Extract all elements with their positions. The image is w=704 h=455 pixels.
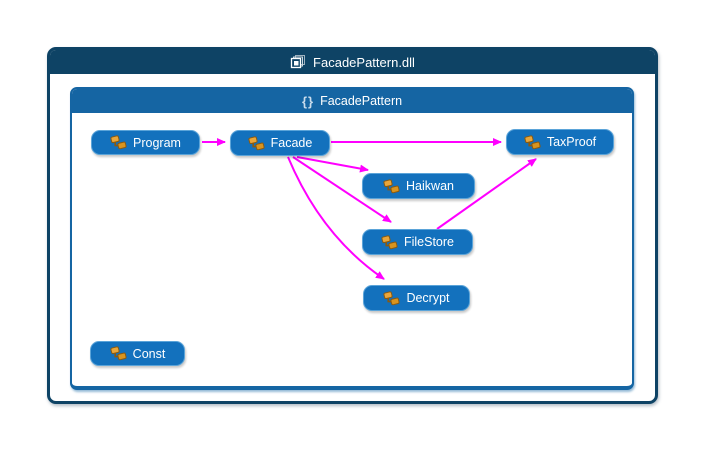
namespace-title: FacadePattern (320, 94, 403, 108)
node-label: Decrypt (406, 291, 450, 305)
dll-assembly-icon (290, 54, 306, 70)
node-haikwan[interactable]: Haikwan (362, 173, 475, 199)
node-filestore[interactable]: FileStore (362, 229, 473, 255)
class-icon (524, 134, 541, 150)
edge-filestore-taxproof[interactable] (436, 158, 537, 230)
node-label: Program (133, 135, 181, 150)
namespace-icon: {} (301, 93, 315, 109)
assembly-title: FacadePattern.dll (313, 54, 415, 70)
node-label: Haikwan (406, 179, 454, 193)
node-taxproof[interactable]: TaxProof (506, 129, 614, 155)
class-icon (383, 178, 400, 194)
node-program[interactable]: Program (91, 130, 200, 155)
node-label: Const (132, 346, 166, 361)
namespace-group-header[interactable]: {} FacadePattern (72, 89, 632, 113)
node-decrypt[interactable]: Decrypt (363, 285, 470, 311)
node-label: Facade (270, 136, 313, 150)
node-const[interactable]: Const (90, 341, 185, 366)
edge-facade-filestore[interactable] (292, 156, 392, 223)
class-icon (383, 290, 401, 306)
assembly-group-header[interactable]: FacadePattern.dll (50, 50, 655, 74)
node-facade[interactable]: Facade (230, 130, 330, 156)
node-label: TaxProof (546, 135, 597, 149)
class-icon (110, 135, 127, 150)
class-icon (381, 234, 398, 250)
class-icon (248, 135, 265, 151)
class-icon (110, 346, 127, 361)
edge-facade-decrypt[interactable] (287, 156, 385, 280)
edge-facade-haikwan[interactable] (296, 156, 369, 173)
node-label: FileStore (403, 235, 455, 249)
